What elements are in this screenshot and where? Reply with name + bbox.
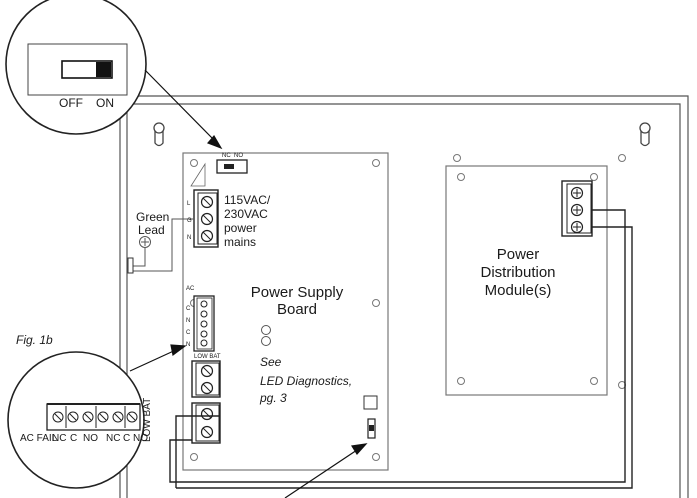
svg-text:G: G [187, 218, 192, 224]
terminal-callout: AC FAIL NC C NO NC C NO LOW BAT [7, 351, 153, 489]
green-lead-ground-screw-icon [139, 236, 151, 248]
terminal-label-nc-1: NC [52, 433, 66, 444]
svg-text:C: C [186, 330, 191, 336]
battery-terminal-block [191, 402, 221, 444]
switch-on-label: ON [96, 96, 114, 110]
figure-label: Fig. 1b [16, 333, 53, 347]
keyhole-slot-left [153, 122, 165, 147]
svg-text:N: N [187, 235, 191, 241]
svg-text:AC: AC [186, 286, 195, 292]
mains-label-3: power [224, 221, 257, 235]
module-input-terminal-block [561, 180, 593, 237]
board-leds [261, 325, 271, 346]
power-distribution-title-1: Power [497, 246, 540, 263]
mains-terminal-block: L G N [187, 189, 219, 248]
wire-entry-bracket [127, 257, 134, 274]
svg-text:L: L [187, 201, 191, 207]
green-lead-wire-return [132, 248, 146, 267]
callout-arrows [129, 69, 368, 498]
dc-output-terminal-block [191, 360, 221, 398]
terminal-label-no-2: NO [133, 433, 148, 444]
svg-text:N: N [186, 318, 190, 324]
switch-off-label: OFF [59, 96, 83, 110]
svg-text:NC: NC [222, 153, 231, 159]
led-note-3: pg. 3 [259, 391, 287, 405]
power-supply-board-title-2: Board [277, 301, 317, 318]
green-lead-label-1: Green [136, 210, 169, 224]
svg-text:C: C [186, 306, 191, 312]
dc-wiring [169, 209, 633, 489]
low-bat-label: LOW BAT [142, 398, 153, 442]
board-jumper-slider [369, 425, 374, 431]
terminal-label-c-2: C [123, 433, 130, 444]
warning-triangle-icon [190, 162, 206, 187]
power-distribution-title-3: Module(s) [485, 282, 552, 299]
power-distribution-title-2: Distribution [480, 264, 555, 281]
green-lead-wire [132, 218, 194, 272]
board-component [363, 395, 378, 410]
terminal-label-nc-2: NC [106, 433, 120, 444]
terminal-label-c-1: C [70, 433, 77, 444]
keyhole-slot-right [639, 122, 651, 147]
module-mounting-holes [453, 154, 626, 389]
mains-label-4: mains [224, 235, 256, 249]
ac-fail-label: AC FAIL [20, 433, 58, 444]
terminal-label-no-1: NO [83, 433, 98, 444]
switch-callout: OFF ON [5, 0, 147, 135]
led-note-1: See [260, 355, 282, 369]
board-mounting-holes [190, 159, 380, 461]
relay-terminal-block: AC C N C N LOW BAT [186, 286, 221, 360]
mains-label-1: 115VAC/ [224, 193, 271, 207]
svg-text:N: N [186, 342, 190, 348]
board-dip-switch: NC NO [216, 153, 248, 174]
green-lead-label-2: Lead [138, 223, 165, 237]
svg-text:LOW BAT: LOW BAT [194, 354, 221, 360]
mains-label-2: 230VAC [224, 207, 268, 221]
svg-text:NO: NO [234, 153, 243, 159]
led-note-2: LED Diagnostics, [260, 374, 352, 388]
power-supply-board-title-1: Power Supply [251, 284, 344, 301]
